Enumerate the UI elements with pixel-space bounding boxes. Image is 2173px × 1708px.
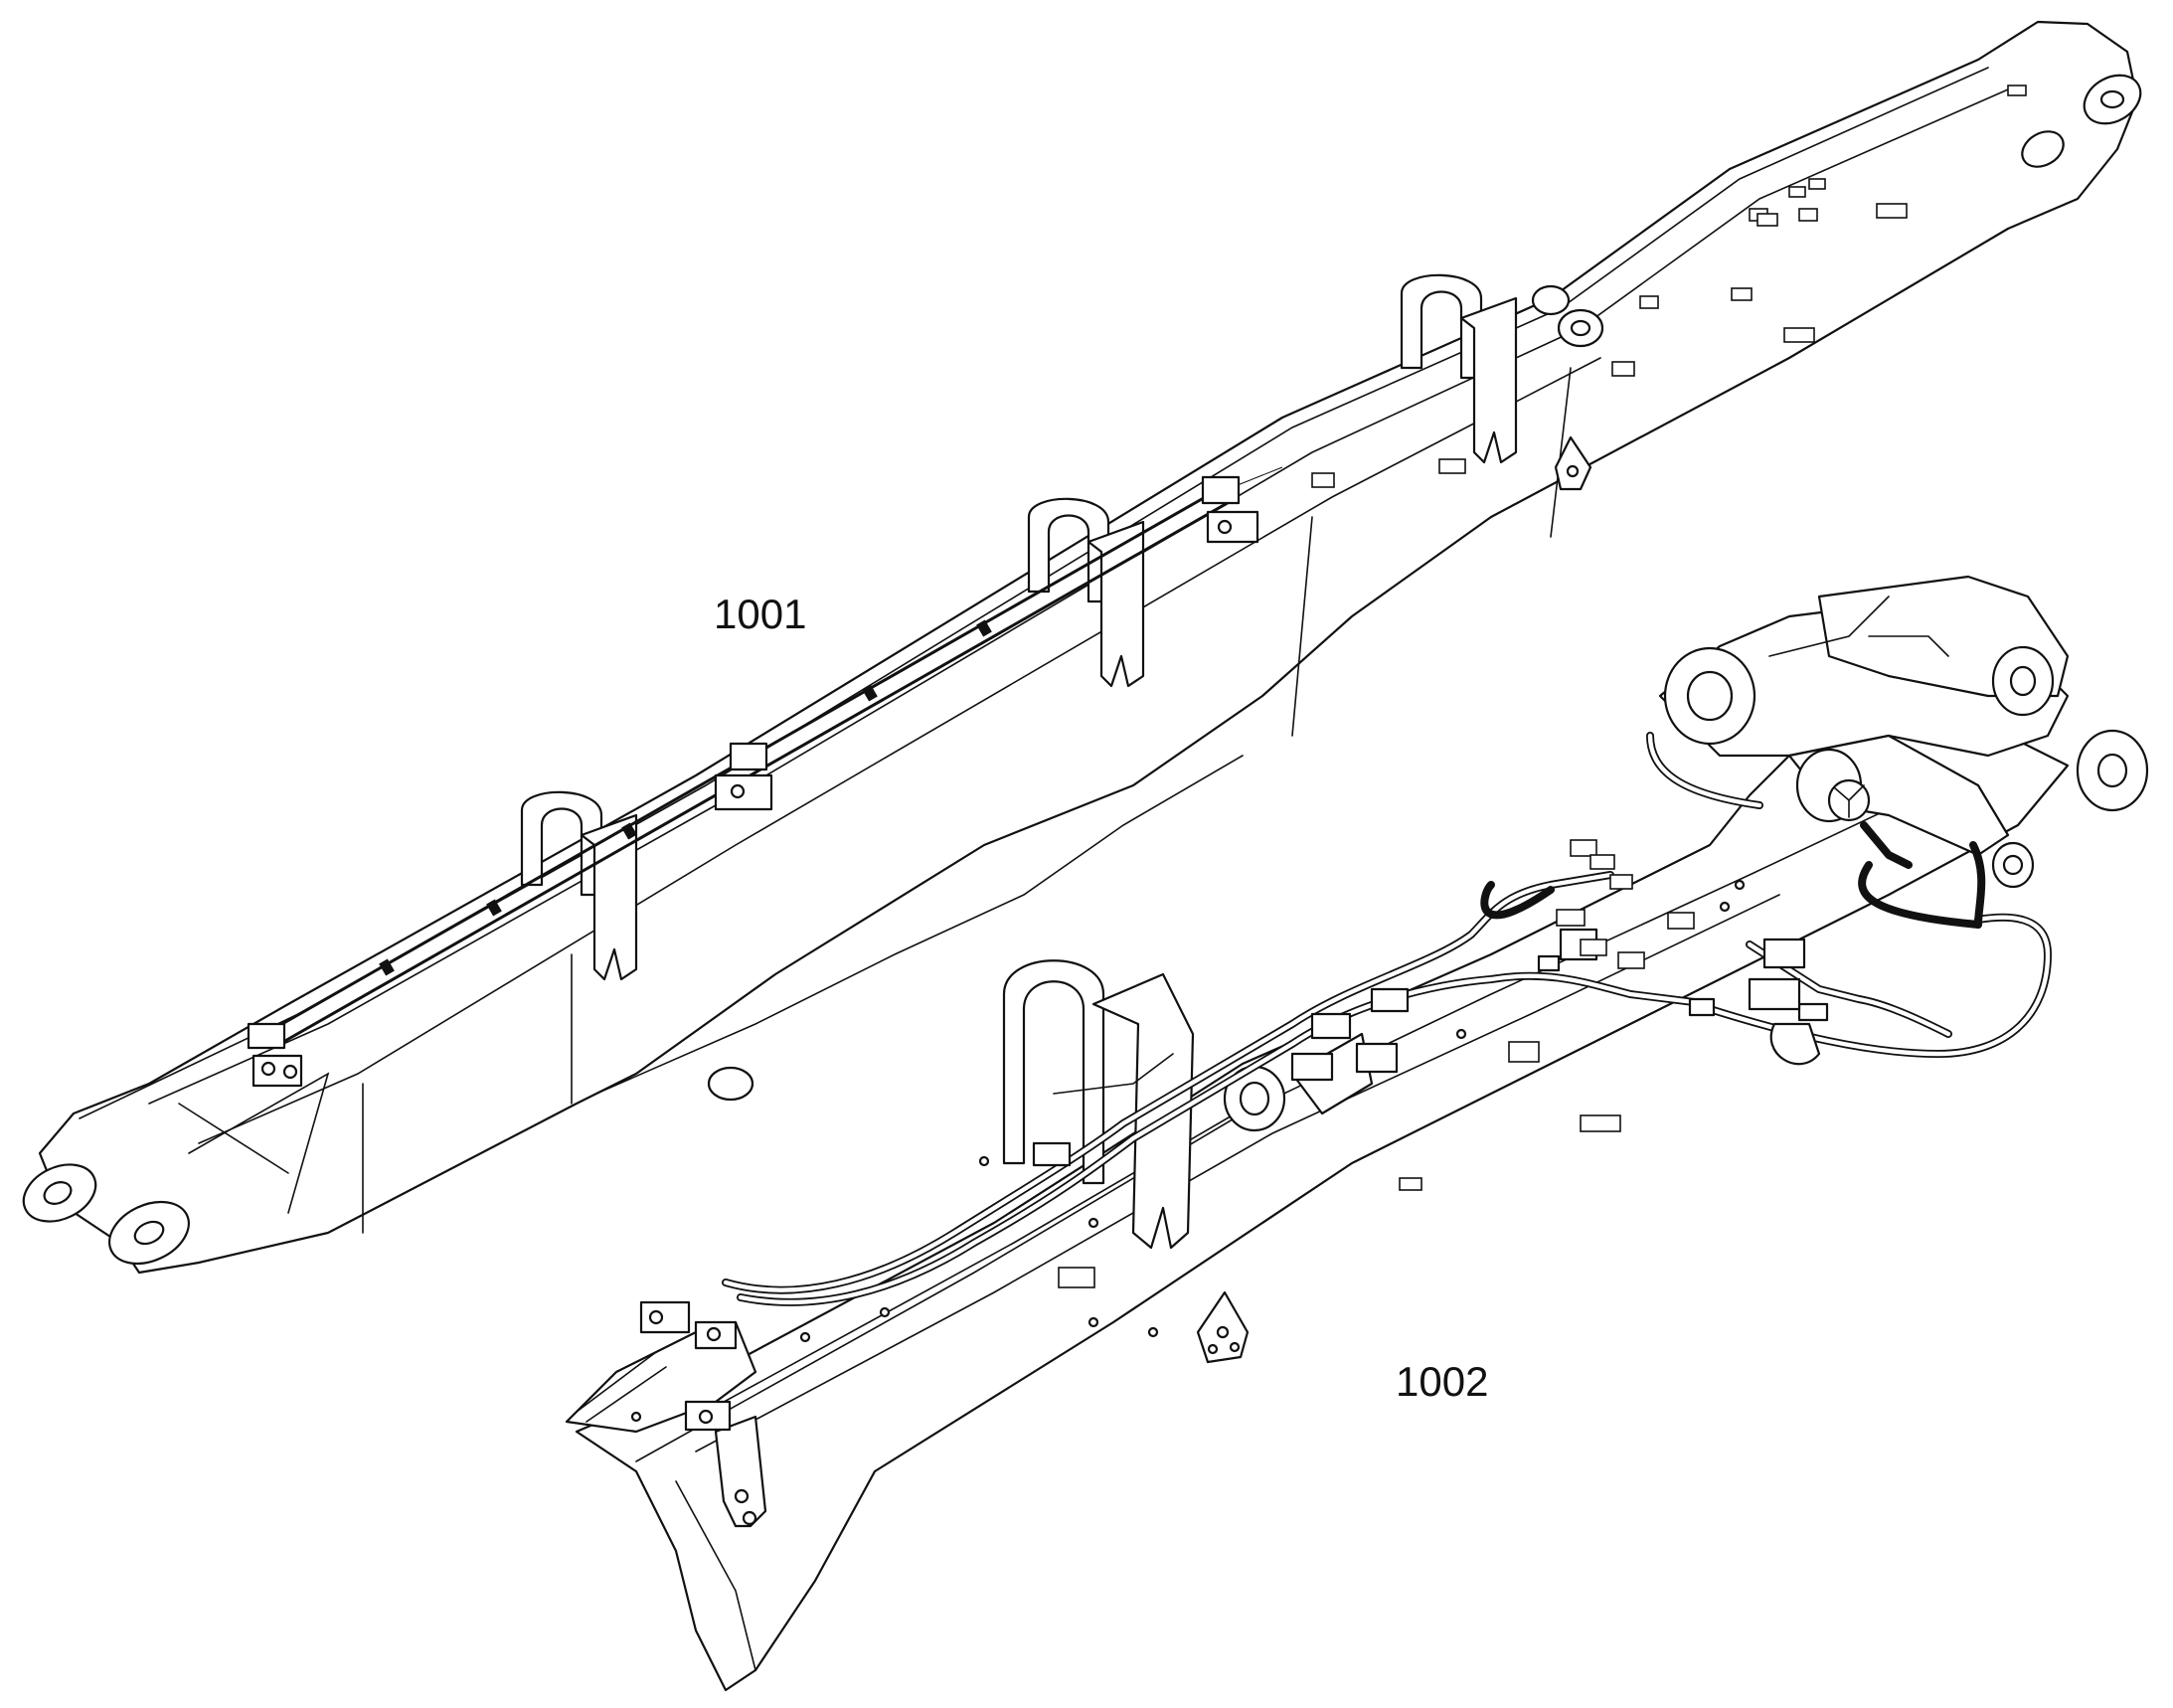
callout-1001: 1001	[714, 591, 807, 637]
fitting-1001-lower	[247, 1022, 303, 1088]
hoses-1002	[722, 732, 2052, 1306]
fitting-1002-front	[565, 1300, 757, 1434]
guard-1001-c	[1400, 273, 1518, 464]
boom-1001-body	[38, 20, 2139, 1275]
boom-1002-body	[575, 714, 2070, 1692]
boom-1002	[565, 575, 2149, 1692]
boom-1001	[22, 20, 2142, 1275]
callout-1002: 1002	[1396, 1358, 1489, 1405]
bracket-1002-front	[714, 1415, 767, 1528]
guard-1001-a	[520, 790, 638, 981]
guard-1001-b	[1027, 497, 1145, 688]
boom-1002-head	[1658, 575, 2149, 889]
fitting-1001-mid	[714, 742, 773, 811]
fitting-1001-upper	[1201, 475, 1259, 544]
